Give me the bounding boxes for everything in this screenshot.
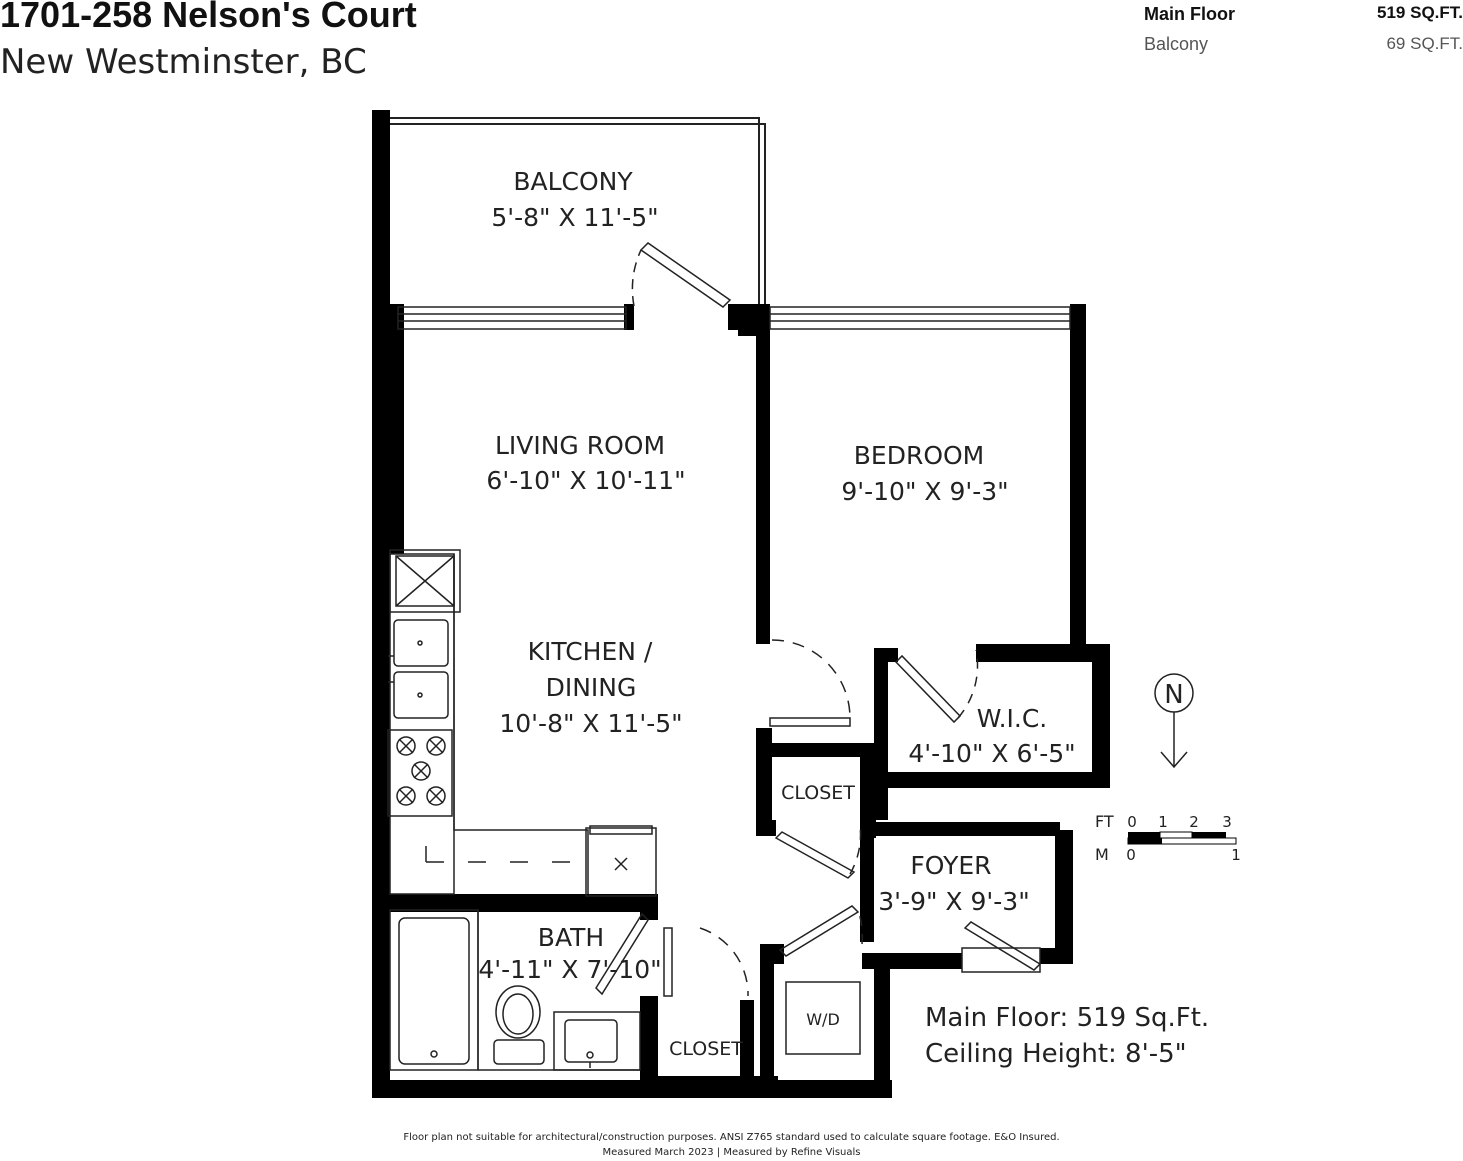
scale-ft-tick-1: 1: [1158, 813, 1168, 831]
balcony-name: BALCONY: [513, 167, 633, 196]
room-labels: BALCONY 5'-8" X 11'-5" LIVING ROOM 6'-10…: [478, 167, 1075, 1060]
bath-fixtures: [389, 909, 641, 1071]
closet-lower-name: CLOSET: [669, 1038, 743, 1060]
footer-disclaimer: Floor plan not suitable for architectura…: [403, 1132, 1060, 1143]
scale-bar: FT 0 1 2 3 M 0 1: [1095, 812, 1241, 864]
kitchen-dims: 10'-8" X 11'-5": [499, 709, 682, 738]
summary-main-floor: Main Floor: 519 Sq.Ft.: [925, 1003, 1210, 1033]
scale-ft-label: FT: [1095, 812, 1114, 831]
windows: [397, 306, 1071, 330]
foyer-dims: 3'-9" X 9'-3": [878, 887, 1029, 916]
balcony-dims: 5'-8" X 11'-5": [491, 203, 658, 232]
closet-upper-name: CLOSET: [781, 782, 855, 804]
kitchen-name-line1: KITCHEN /: [528, 637, 653, 666]
wic-name: W.I.C.: [977, 704, 1048, 733]
bedroom-name: BEDROOM: [854, 441, 985, 470]
interior-walls: [390, 304, 1110, 1098]
balcony-area-value: 69 SQ.FT.: [1386, 34, 1463, 53]
balcony-railing: [388, 117, 766, 305]
living-room-dims: 6'-10" X 10'-11": [486, 466, 685, 495]
scale-ft-tick-0: 0: [1127, 813, 1137, 831]
laundry-name: W/D: [806, 1010, 840, 1029]
address-title: 1701-258 Nelson's Court: [0, 0, 417, 35]
exterior-walls: [372, 110, 1086, 1098]
scale-ft-tick-2: 2: [1189, 813, 1199, 831]
door-swings: [595, 242, 1042, 997]
living-room-name: LIVING ROOM: [495, 431, 665, 460]
city-subtitle: New Westminster, BC: [0, 42, 367, 82]
scale-m-label: M: [1095, 845, 1109, 864]
kitchen-name-line2: DINING: [546, 673, 637, 702]
compass-north-letter: N: [1164, 680, 1183, 710]
foyer-name: FOYER: [910, 851, 991, 880]
balcony-area-label: Balcony: [1144, 34, 1209, 54]
footer-measured: Measured March 2023 | Measured by Refine…: [602, 1147, 861, 1158]
main-floor-area-value: 519 SQ.FT.: [1377, 3, 1463, 22]
scale-m-tick-0: 0: [1126, 846, 1136, 864]
bath-name: BATH: [538, 923, 604, 952]
bath-dims: 4'-11" X 7'-10": [478, 955, 661, 984]
north-compass: [1154, 673, 1194, 769]
laundry-fixture: [785, 981, 861, 1055]
wic-dims: 4'-10" X 6'-5": [908, 739, 1075, 768]
kitchen-fixtures: [387, 549, 657, 897]
main-floor-area-label: Main Floor: [1144, 4, 1235, 24]
scale-m-tick-1: 1: [1231, 846, 1241, 864]
scale-ft-tick-3: 3: [1222, 813, 1232, 831]
summary-ceiling-height: Ceiling Height: 8'-5": [925, 1039, 1187, 1069]
bedroom-dims: 9'-10" X 9'-3": [841, 477, 1008, 506]
